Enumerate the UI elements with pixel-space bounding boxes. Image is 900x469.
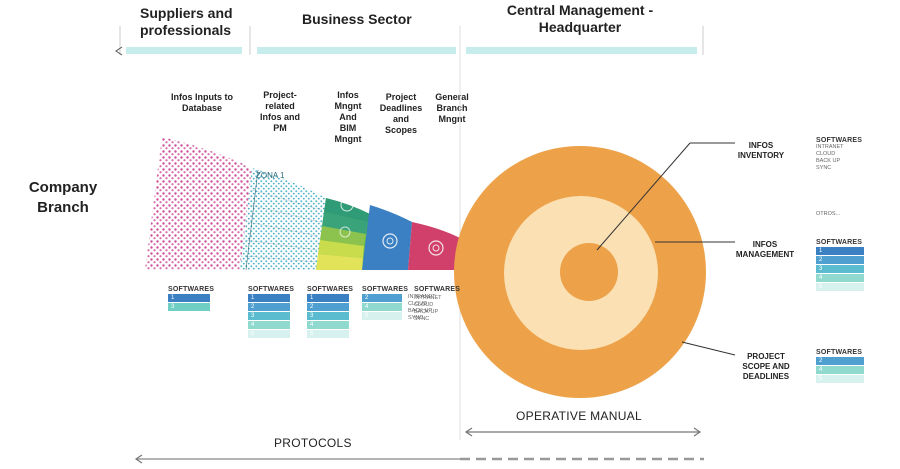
software-row: 2 <box>816 256 864 264</box>
software-row: 1 <box>168 294 210 302</box>
softwares-title: SOFTWARES <box>248 286 295 293</box>
software-row: 1 <box>816 247 864 255</box>
software-group-5: SOFTWARES INTRANET CLOUD BACK UP SYNC <box>414 286 460 323</box>
company-branch-label: Company Branch <box>28 179 98 216</box>
softwares-title: SOFTWARES <box>362 286 409 293</box>
col-bim: Infos Mngnt And BIM Mngnt <box>334 90 362 144</box>
software-row: 4 <box>362 303 402 311</box>
software-note: SYNC <box>414 316 430 322</box>
zona-label: ZONA 1 <box>256 171 285 180</box>
bar-suppliers <box>126 47 242 54</box>
softwares-title: SOFTWARES <box>816 239 863 246</box>
software-row: 5 <box>816 375 864 383</box>
software-row: 2 <box>248 303 290 311</box>
software-group-3: SOFTWARES 1 2 3 4 5 <box>307 286 353 338</box>
softwares-title: SOFTWARES <box>168 286 215 293</box>
col-deadlines: Project Deadlines and Scopes <box>379 92 423 135</box>
fan-pink-sector <box>145 137 252 270</box>
software-note: CLOUD <box>816 151 836 157</box>
software-row: 2 <box>816 357 864 365</box>
label-infos-inventory: INFOS INVENTORY <box>737 141 785 160</box>
header-suppliers: Suppliers and professionals <box>140 5 233 38</box>
software-note: SYNC <box>408 315 424 321</box>
callout-scope <box>681 341 736 356</box>
fan-cyan-sector <box>240 168 326 270</box>
software-row: 1 <box>307 294 349 302</box>
software-row: 4 <box>816 274 864 282</box>
software-row: 5 <box>248 330 290 338</box>
softwares-title: SOFTWARES <box>307 286 354 293</box>
software-row: 4 <box>307 321 349 329</box>
callout-inventory <box>596 142 691 251</box>
sector-icon <box>382 233 398 249</box>
operative-manual-label: OPERATIVE MANUAL <box>516 409 642 423</box>
otros-label: OTROS... <box>816 211 841 217</box>
arrow-left-icon <box>115 46 123 56</box>
label-project-scope: PROJECT SCOPE AND DEADLINES <box>742 352 790 381</box>
header-business: Business Sector <box>302 11 412 27</box>
software-row: 3 <box>307 312 349 320</box>
header-central: Central Management - Headquarter <box>506 2 654 35</box>
software-row: 3 <box>816 265 864 273</box>
software-note: SYNC <box>816 165 832 171</box>
software-note: INTRANET <box>408 294 436 300</box>
software-row: 2 <box>362 294 402 302</box>
software-row: 5 <box>307 330 349 338</box>
software-row: 3 <box>168 303 210 311</box>
software-note: INTRANET <box>816 144 844 150</box>
software-note: BACK UP <box>408 308 433 314</box>
software-row: 3 <box>248 312 290 320</box>
arrow-left-icon <box>134 454 143 464</box>
label-infos-management: INFOS MANAGEMENT <box>735 240 795 259</box>
col-infos-inputs: Infos Inputs to Database <box>171 92 233 113</box>
software-row: 5 <box>362 312 402 320</box>
software-note: BACK UP <box>414 309 439 315</box>
col-general: General Branch Mngnt <box>435 92 469 124</box>
arrow-right-icon <box>693 427 702 437</box>
software-group-2: SOFTWARES 1 2 3 4 5 <box>248 286 294 338</box>
software-note: CLOUD <box>414 302 434 308</box>
software-group-1: SOFTWARES 1 3 <box>168 286 214 311</box>
sector-icon <box>428 240 444 256</box>
right-softwares-scope: SOFTWARES 2 4 5 <box>816 349 864 383</box>
software-row: 5 <box>816 283 864 291</box>
bar-central <box>466 47 697 54</box>
softwares-title: SOFTWARES <box>816 137 863 144</box>
softwares-title: SOFTWARES <box>816 349 863 356</box>
softwares-title: SOFTWARES <box>414 286 461 293</box>
software-row: 2 <box>307 303 349 311</box>
software-row: 4 <box>816 366 864 374</box>
right-softwares-inventory: SOFTWARES INTRANET CLOUD BACK UP SYNC <box>816 137 862 172</box>
fan-blue-sector <box>362 205 412 270</box>
software-note: INTRANET <box>414 295 442 301</box>
bar-business <box>257 47 456 54</box>
protocols-label: PROTOCOLS <box>274 436 352 450</box>
software-row: 1 <box>248 294 290 302</box>
col-project-related: Project-related Infos and PM <box>260 90 300 133</box>
circle-inner <box>560 243 618 301</box>
arrow-left-icon <box>464 427 473 437</box>
sector-icon <box>340 198 354 212</box>
software-group-4: SOFTWARES 2 4 5 INTRANET CLOUD BACK UP S… <box>362 286 436 322</box>
software-note: CLOUD <box>408 301 428 307</box>
software-row: 4 <box>248 321 290 329</box>
right-softwares-management: SOFTWARES 1 2 3 4 5 <box>816 239 864 291</box>
software-note: BACK UP <box>816 158 841 164</box>
